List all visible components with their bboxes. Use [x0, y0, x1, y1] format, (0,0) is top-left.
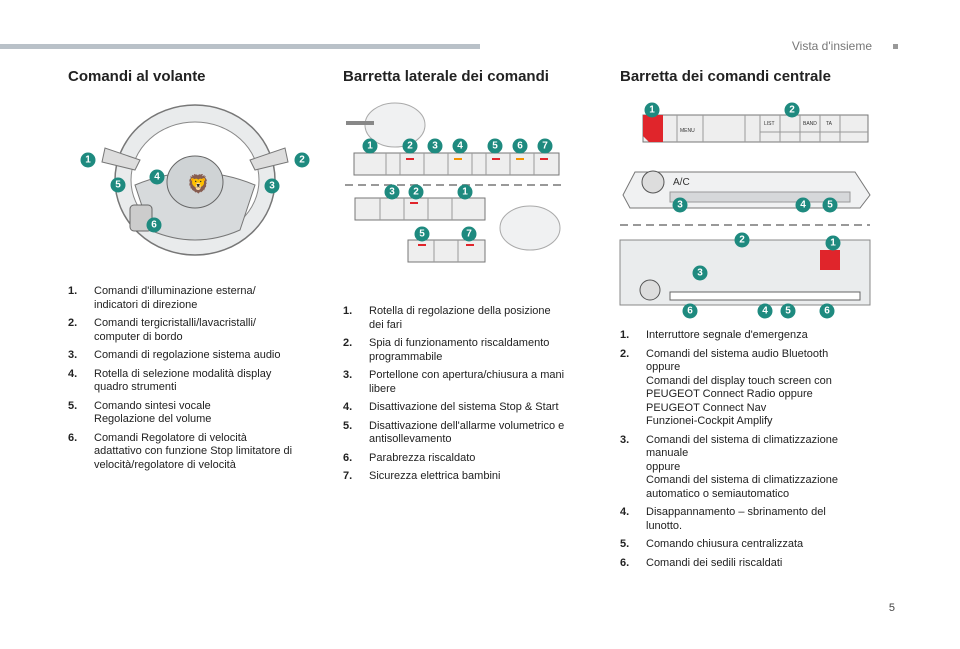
callout-badge: 2 [784, 102, 800, 118]
callout-badge: 5 [780, 303, 796, 319]
list-item: 6.Comandi Regolatore di velocità adattat… [68, 431, 293, 471]
svg-text:BAND: BAND [803, 121, 817, 127]
list-item: 3.Portellone con apertura/chiusura a man… [343, 369, 565, 395]
list-item: 7.Sicurezza elettrica bambini [343, 470, 501, 482]
heading-side-controls: Barretta laterale dei comandi [343, 68, 549, 85]
svg-text:LIST: LIST [764, 121, 775, 127]
callout-badge: 1 [362, 138, 378, 154]
callout-badge: 7 [537, 138, 553, 154]
list-item: 5.Comando chiusura centralizzata [620, 538, 804, 550]
callout-badge: 3 [692, 265, 708, 281]
list-item: 4.Disattivazione del sistema Stop & Star… [343, 401, 559, 413]
steering-controls-list: 1.Comandi d'illuminazione esterna/ indic… [68, 285, 328, 477]
svg-text:🦁: 🦁 [187, 173, 209, 194]
callout-badge: 2 [734, 232, 750, 248]
heading-steering-controls: Comandi al volante [68, 68, 206, 85]
callout-badge: 6 [146, 217, 162, 233]
header-bar [0, 44, 480, 49]
list-item: 1.Interruttore segnale d'emergenza [620, 329, 808, 341]
center-controls-list: 1.Interruttore segnale d'emergenza 2.Com… [620, 329, 890, 575]
list-item: 6.Parabrezza riscaldato [343, 451, 476, 464]
list-item: 1.Comandi d'illuminazione esterna/ indic… [68, 285, 256, 311]
callout-badge: 4 [149, 169, 165, 185]
callout-badge: 3 [384, 184, 400, 200]
callout-badge: 3 [427, 138, 443, 154]
side-controls-illustration [345, 102, 565, 263]
callout-badge: 5 [414, 226, 430, 242]
callout-badge: 3 [672, 197, 688, 213]
callout-badge: 5 [110, 177, 126, 193]
callout-badge: 4 [795, 197, 811, 213]
callout-badge: 4 [452, 138, 468, 154]
side-controls-list: 1.Rotella di regolazione della posizione… [343, 305, 603, 489]
page-number: 5 [888, 602, 895, 614]
list-item: 4.Rotella di selezione modalità display … [68, 367, 272, 394]
svg-text:MENU: MENU [680, 128, 695, 134]
callout-badge: 2 [294, 152, 310, 168]
list-item: 6.Comandi dei sedili riscaldati [620, 556, 783, 569]
list-item: 5.Disattivazione dell'allarme volumetric… [343, 419, 565, 446]
callout-badge: 6 [682, 303, 698, 319]
callout-badge: 4 [757, 303, 773, 319]
callout-badge: 1 [457, 184, 473, 200]
callout-badge: 7 [461, 226, 477, 242]
heading-center-controls: Barretta dei comandi centrale [620, 68, 831, 85]
list-item: 1.Rotella di regolazione della posizione… [343, 305, 551, 331]
callout-badge: 1 [644, 102, 660, 118]
callout-badge: 6 [512, 138, 528, 154]
svg-text:A/C: A/C [673, 177, 690, 188]
callout-badge: 5 [822, 197, 838, 213]
callout-badge: 1 [80, 152, 96, 168]
list-item: 2.Comandi del sistema audio Bluetooth op… [620, 347, 832, 428]
list-item: 2.Comandi tergicristalli/lavacristalli/ … [68, 317, 256, 343]
svg-text:TA: TA [826, 121, 833, 127]
callout-badge: 3 [264, 178, 280, 194]
list-item: 3.Comandi di regolazione sistema audio [68, 349, 281, 361]
callout-badge: 6 [819, 303, 835, 319]
list-item: 2.Spia di funzionamento riscaldamento pr… [343, 337, 550, 363]
callout-badge: 2 [402, 138, 418, 154]
callout-badge: 1 [825, 235, 841, 251]
section-title: Vista d'insieme [791, 39, 872, 53]
callout-badge: 5 [487, 138, 503, 154]
list-item: 5.Comando sintesi vocale Regolazione del… [68, 399, 212, 426]
callout-badge: 2 [408, 184, 424, 200]
header-marker [893, 44, 898, 49]
list-item: 3.Comandi del sistema di climatizzazione… [620, 433, 838, 500]
list-item: 4.Disappannamento – sbrinamento del luno… [620, 506, 826, 532]
